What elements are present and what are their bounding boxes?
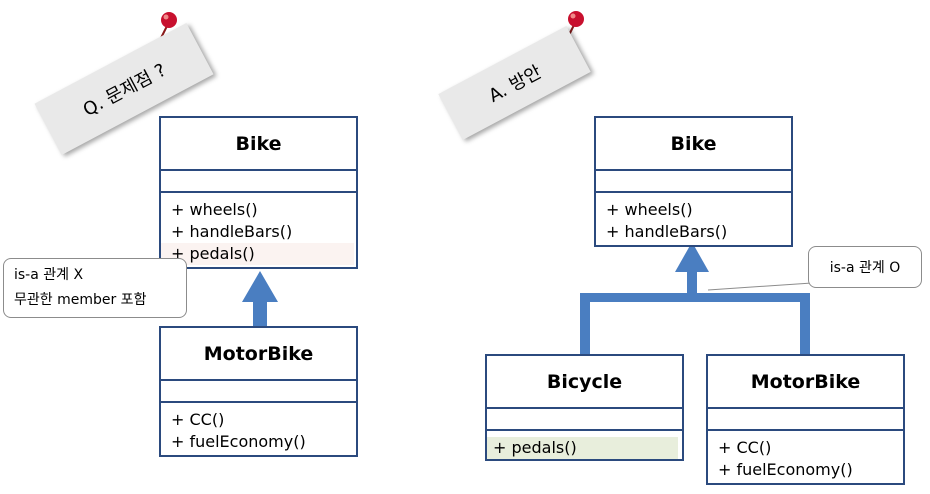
class-name: Bike	[596, 118, 791, 171]
right-callout-pointer	[707, 282, 813, 291]
class-attributes	[487, 409, 682, 431]
right-inheritance-tree	[580, 242, 810, 355]
class-operations: + wheels() + handleBars() + pedals()	[161, 193, 356, 265]
operation-handlebars: + handleBars()	[606, 222, 728, 241]
class-bike-left: Bike + wheels() + handleBars() + pedals(…	[159, 116, 358, 269]
right-callout: is-a 관계 O	[808, 246, 922, 288]
operation-fueleconomy: + fuelEconomy()	[718, 460, 853, 479]
left-callout-line2: 무관한 member 포함	[14, 292, 147, 308]
class-attributes	[596, 171, 791, 193]
operation-cc: + CC()	[171, 410, 225, 429]
operation-fueleconomy: + fuelEconomy()	[171, 432, 306, 451]
class-motorbike-right: MotorBike + CC() + fuelEconomy()	[706, 354, 905, 485]
class-name: MotorBike	[708, 356, 903, 409]
left-inheritance-arrow	[242, 271, 278, 328]
class-bicycle: Bicycle + pedals()	[485, 354, 684, 461]
class-operations: + wheels() + handleBars()	[596, 193, 791, 243]
operation-wheels: + wheels()	[171, 200, 258, 219]
class-name: MotorBike	[161, 328, 356, 381]
class-motorbike-left: MotorBike + CC() + fuelEconomy()	[159, 326, 358, 457]
class-attributes	[708, 409, 903, 431]
class-attributes	[161, 381, 356, 403]
class-operations: + CC() + fuelEconomy()	[708, 431, 903, 481]
operation-handlebars: + handleBars()	[171, 222, 293, 241]
operation-pedals: + pedals()	[487, 437, 678, 459]
class-attributes	[161, 171, 356, 193]
class-name: Bicycle	[487, 356, 682, 409]
answer-note-text: A. 방안	[485, 61, 546, 107]
left-callout-line1: is-a 관계 X	[14, 267, 84, 283]
operation-pedals: + pedals()	[161, 243, 354, 265]
operation-cc: + CC()	[718, 438, 772, 457]
class-operations: + CC() + fuelEconomy()	[161, 403, 356, 453]
class-name: Bike	[161, 118, 356, 171]
class-bike-right: Bike + wheels() + handleBars()	[594, 116, 793, 247]
right-callout-line1: is-a 관계 O	[829, 260, 901, 276]
left-callout: is-a 관계 X 무관한 member 포함	[3, 258, 187, 318]
class-operations: + pedals()	[487, 431, 682, 459]
operation-wheels: + wheels()	[606, 200, 693, 219]
